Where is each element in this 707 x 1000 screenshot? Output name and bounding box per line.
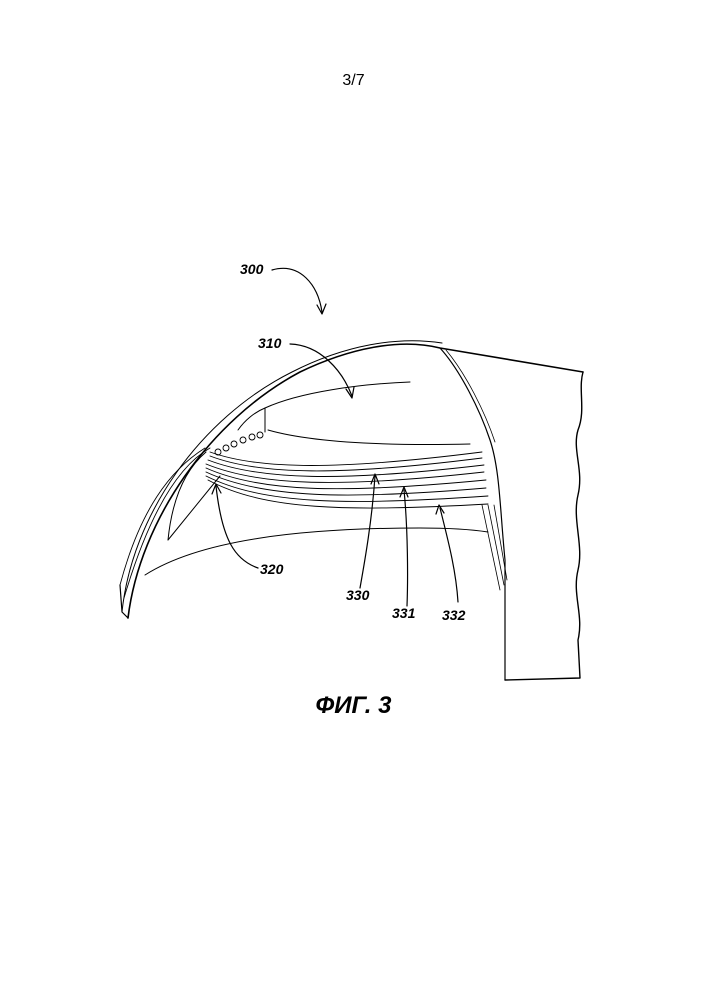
bottom-sweep [145,528,488,575]
leader-332 [440,508,458,602]
section-inner-edge-2 [446,350,495,442]
cavity-inner-wall [265,408,470,444]
cavity-rim [265,382,410,408]
outer-dome-edge [128,344,583,618]
label-332: 332 [442,608,465,622]
shell-tip-lines [120,448,210,598]
stack-beads [215,432,263,455]
label-300: 300 [240,262,263,276]
layer-stack [206,452,488,508]
label-310: 310 [258,336,281,350]
leader-320 [216,486,258,568]
leader-330 [360,476,375,588]
wall-inner-curve [168,452,206,540]
section-wavy-edge [505,372,583,680]
label-330: 330 [346,588,369,602]
figure-caption: ФИГ. 3 [0,692,707,720]
leader-300 [272,268,322,312]
label-331: 331 [392,606,415,620]
wall-lower-edge [168,476,220,540]
label-320: 320 [260,562,283,576]
